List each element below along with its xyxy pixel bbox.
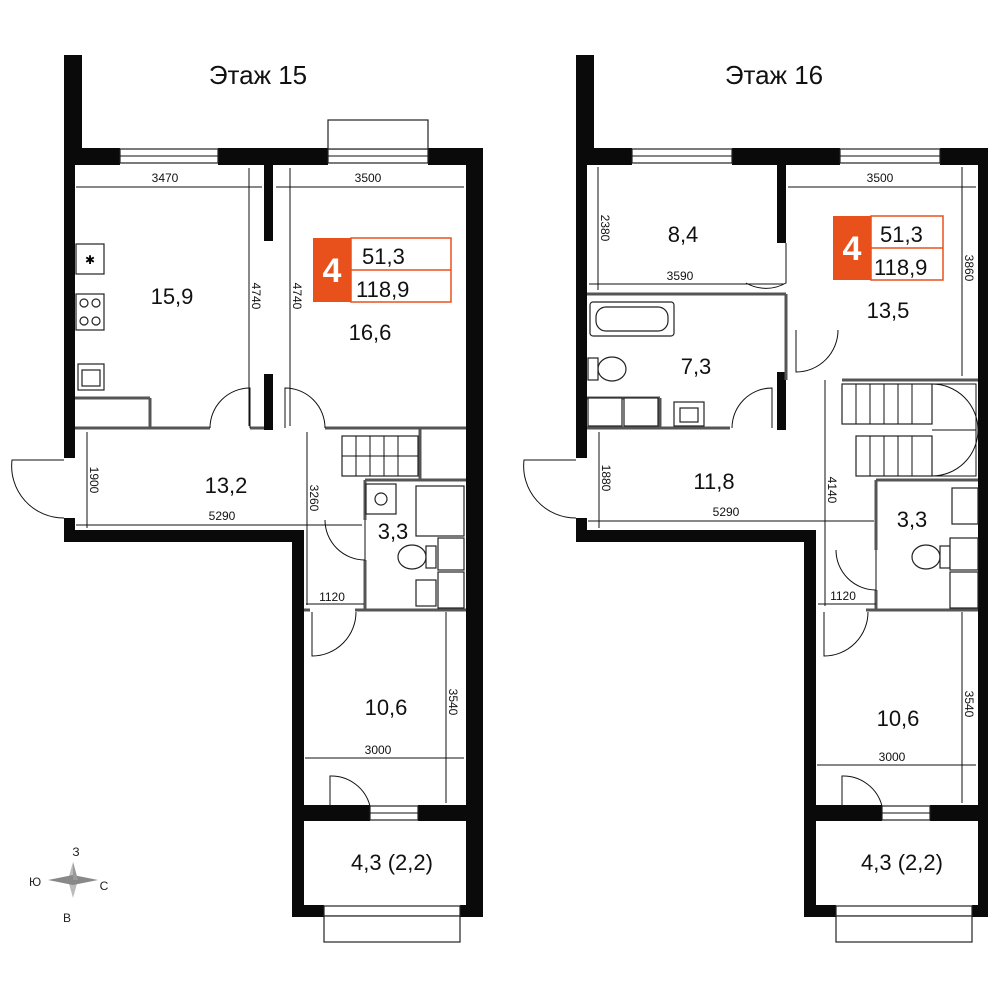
- dim-15-kitchen-width: 3470: [152, 171, 179, 185]
- dim-16-corridor-length: 4140: [825, 477, 839, 504]
- dim-15-door-width: 1120: [319, 590, 345, 604]
- badge-16-total-area: 118,9: [874, 255, 927, 280]
- dim-15-hall-width: 5290: [209, 509, 236, 523]
- floor-15-windows: [119, 119, 461, 943]
- floor-16-title: Этаж 16: [725, 60, 823, 90]
- floor-16-windows: [631, 148, 973, 943]
- floor-16-dimension-lines: [588, 167, 976, 803]
- dim-15-bedroom2-width: 3000: [365, 743, 392, 757]
- floor-15-walls: [64, 55, 483, 917]
- dim-15-bedroom2-depth: 3540: [446, 689, 460, 716]
- room-16-hall-area: 11,8: [693, 469, 734, 494]
- badge-15-room-count: 4: [323, 252, 342, 290]
- badge-16-room-count: 4: [843, 230, 862, 268]
- compass-south-label: В: [63, 911, 71, 925]
- floor-15-dimension-lines: [76, 168, 464, 803]
- dim-16-door-width: 1120: [830, 589, 856, 603]
- room-15-balcony-area: 4,3 (2,2): [351, 850, 433, 875]
- dim-15-bedroom-width: 3500: [355, 171, 382, 185]
- badge-15-total-area: 118,9: [356, 277, 409, 302]
- dim-16-hall-width: 5290: [713, 505, 740, 519]
- floor-16-doors: [523, 243, 883, 807]
- dim-16-bedroom2-width: 3000: [879, 750, 906, 764]
- floor-16-walls: [576, 55, 988, 917]
- compass-rose: З Ю С В: [29, 845, 109, 925]
- dim-16-bedroom-width: 3500: [867, 171, 894, 185]
- room-16-bedroom-area: 13,5: [867, 298, 910, 323]
- dim-16-bedroom2-depth: 3540: [962, 691, 976, 718]
- room-16-balcony-area: 4,3 (2,2): [861, 850, 943, 875]
- dim-15-corridor-length: 3260: [307, 485, 321, 512]
- dim-15-bedroom-depth: 4740: [290, 283, 304, 310]
- room-16-bath-area: 3,3: [897, 507, 928, 532]
- floor-15-title: Этаж 15: [209, 60, 307, 90]
- dim-15-kitchen-depth: 4740: [249, 283, 263, 310]
- room-16-bathroom-area: 7,3: [681, 354, 712, 379]
- room-16-room-area: 8,4: [668, 222, 699, 247]
- dim-15-hall-depth: 1900: [87, 467, 101, 494]
- floor-15-plan: Этаж 15: [11, 55, 483, 943]
- floor-16-apartment-badge: 4 51,3 118,9: [833, 215, 944, 281]
- room-15-bath-area: 3,3: [378, 519, 409, 544]
- compass-north-label: З: [72, 845, 79, 859]
- room-15-hall-area: 13,2: [205, 473, 248, 498]
- svg-text:✱: ✱: [85, 253, 95, 267]
- floor-15-fixtures: ✱: [75, 243, 465, 609]
- dim-16-room-width: 3590: [667, 269, 694, 283]
- room-15-kitchen-area: 15,9: [151, 284, 194, 309]
- dim-16-room-depth: 2380: [598, 215, 612, 242]
- dim-16-hall-depth: 1880: [599, 465, 613, 492]
- floor-16-plan: Этаж 16: [523, 55, 988, 943]
- floor-16-fixtures: [587, 301, 979, 609]
- room-15-bedroom2-area: 10,6: [365, 695, 408, 720]
- compass-west-label: Ю: [29, 875, 41, 889]
- badge-16-living-area: 51,3: [880, 222, 923, 247]
- floor-15-doors: [11, 387, 371, 807]
- floor-15-partitions: [75, 396, 466, 612]
- room-16-bedroom2-area: 10,6: [877, 706, 920, 731]
- badge-15-living-area: 51,3: [362, 244, 405, 269]
- room-15-bedroom-area: 16,6: [349, 320, 392, 345]
- compass-east-label: С: [100, 879, 109, 893]
- dim-16-bedroom-depth: 3860: [962, 255, 976, 282]
- floor-15-apartment-badge: 4 51,3 118,9: [313, 237, 452, 303]
